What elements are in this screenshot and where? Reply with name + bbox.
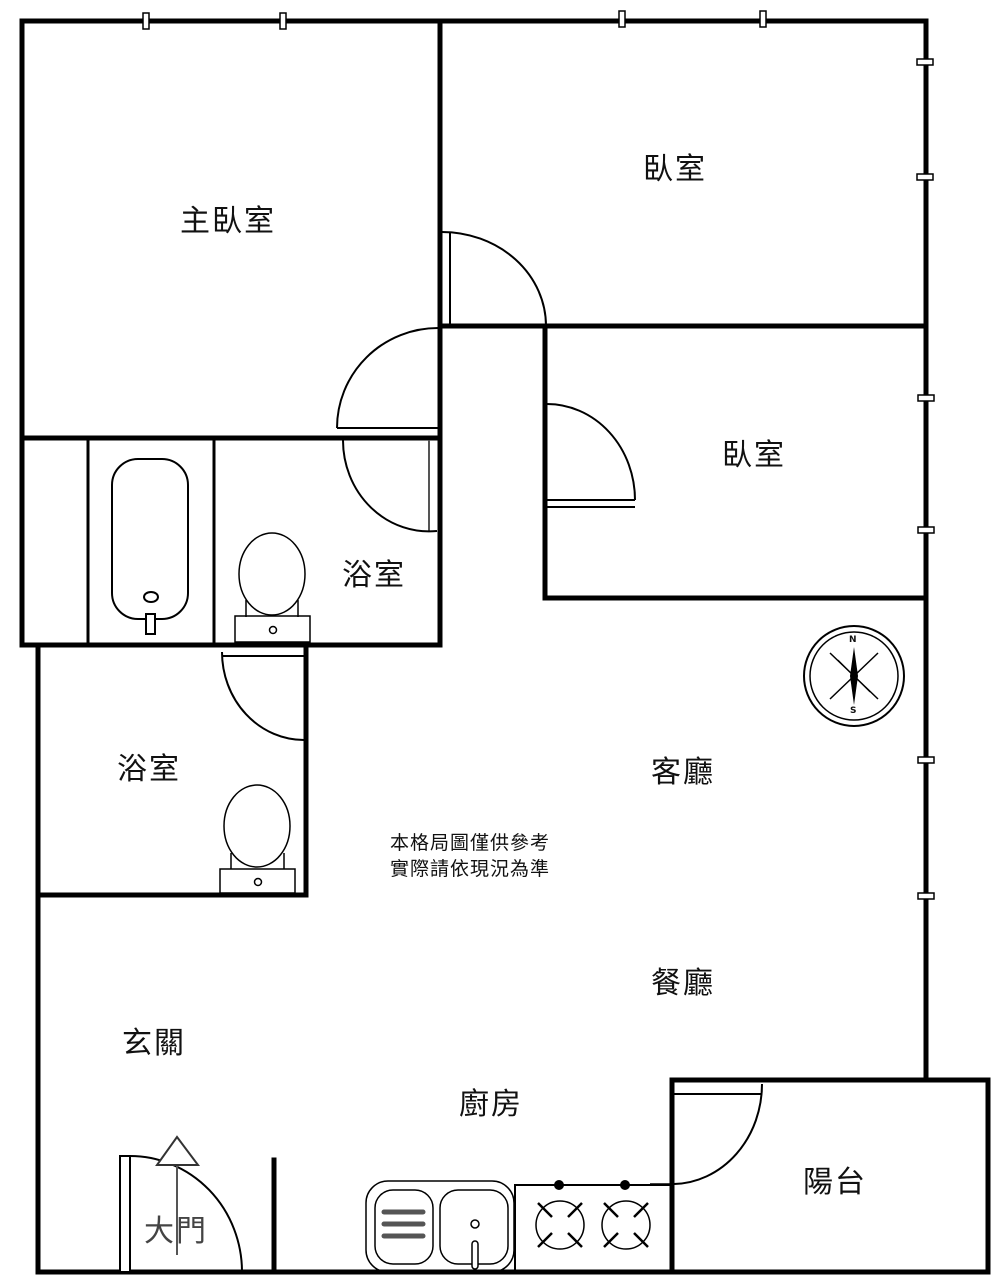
disclaimer-line-1: 本格局圖僅供參考	[390, 832, 551, 854]
room-label-master-bedroom: 主臥室	[180, 204, 276, 239]
room-label-entrance: 玄關	[122, 1026, 186, 1061]
room-label-bathroom-1: 浴室	[342, 558, 406, 593]
compass-south-label: S	[850, 706, 857, 716]
toilet-icon-bath2	[219, 784, 296, 894]
entry-arrow-icon	[155, 1135, 200, 1255]
disclaimer-text: 本格局圖僅供參考 實際請依現況為準	[390, 830, 550, 882]
compass-icon	[803, 625, 905, 727]
sink-icon	[365, 1180, 515, 1273]
room-label-living-room: 客廳	[651, 755, 715, 790]
walls	[19, 18, 991, 1275]
room-label-balcony: 陽台	[803, 1165, 867, 1200]
room-label-bedroom-1: 臥室	[643, 152, 707, 187]
windows	[142, 10, 935, 900]
toilet-icon-bath1	[234, 532, 311, 643]
room-label-kitchen: 廚房	[459, 1087, 523, 1122]
compass-north-label: N	[849, 635, 857, 645]
room-label-bedroom-2: 臥室	[722, 438, 786, 473]
disclaimer-line-2: 實際請依現況為準	[390, 858, 551, 880]
room-label-dining-room: 餐廳	[651, 966, 715, 1001]
stove-icon	[514, 1180, 672, 1272]
room-label-main-door: 大門	[144, 1214, 208, 1249]
room-label-bathroom-2: 浴室	[117, 752, 181, 787]
bathtub-icon	[111, 458, 189, 635]
doors	[119, 231, 763, 1273]
